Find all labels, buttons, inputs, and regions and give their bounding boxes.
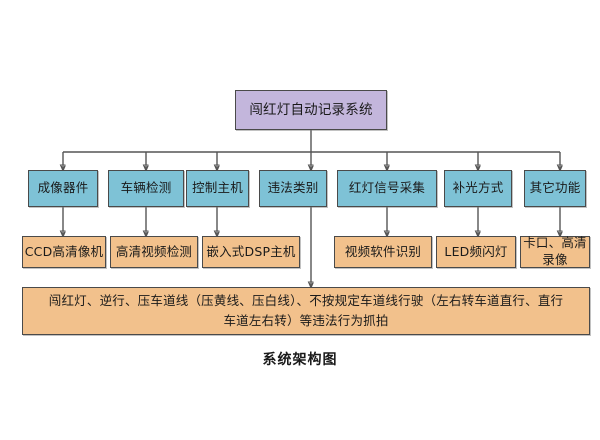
root-node-system[interactable]: 闯红灯自动记录系统 [235, 90, 387, 130]
level2-node-fill-light-mode[interactable]: 补光方式 [444, 170, 512, 207]
summary-line-1: 闯红灯、逆行、压车道线（压黄线、压白线）、不按规定车道线行驶（左右转车道直行、直… [48, 293, 564, 308]
summary-line-2: 车道左右转）等违法行为抓拍 [223, 313, 389, 328]
level3-node-ccd-hd-camera[interactable]: CCD高清像机 [22, 236, 106, 268]
level2-node-red-light-signal-capture[interactable]: 红灯信号采集 [337, 170, 437, 207]
level2-node-vehicle-detection[interactable]: 车辆检测 [108, 170, 184, 207]
level2-node-violation-category[interactable]: 违法类别 [259, 170, 327, 207]
level2-node-other-functions[interactable]: 其它功能 [524, 170, 586, 207]
level3-node-video-software-recognition[interactable]: 视频软件识别 [334, 236, 432, 268]
level3-node-embedded-dsp-host[interactable]: 嵌入式DSP主机 [202, 236, 300, 268]
level2-node-control-host[interactable]: 控制主机 [186, 170, 249, 207]
summary-violation-box[interactable]: 闯红灯、逆行、压车道线（压黄线、压白线）、不按规定车道线行驶（左右转车道直行、直… [22, 287, 590, 335]
level2-node-imaging-device[interactable]: 成像器件 [28, 170, 98, 207]
level3-node-checkpoint-hd-recording[interactable]: 卡口、高清录像 [520, 235, 590, 268]
level3-node-hd-video-detection[interactable]: 高清视频检测 [110, 236, 198, 268]
diagram-caption: 系统架构图 [262, 352, 338, 368]
level3-node-led-strobe-light[interactable]: LED频闪灯 [436, 236, 516, 268]
